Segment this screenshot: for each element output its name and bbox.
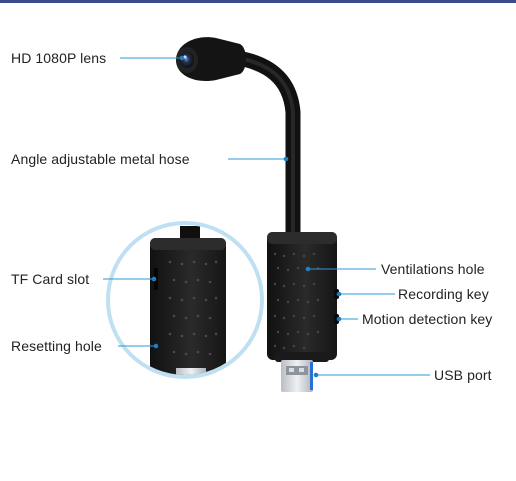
- label-ventilation-hole: Ventilations hole: [381, 261, 485, 277]
- label-recording-key: Recording key: [398, 286, 489, 302]
- top-border: [0, 0, 516, 3]
- camera-body: [267, 232, 339, 362]
- label-motion-detection-key: Motion detection key: [362, 311, 493, 327]
- label-usb-port: USB port: [434, 367, 492, 383]
- callout-lines: [103, 57, 430, 376]
- zoom-inset: [106, 221, 264, 379]
- callout-dots: [151, 55, 342, 378]
- lens-head: [176, 37, 246, 82]
- label-resetting-hole: Resetting hole: [11, 338, 102, 354]
- label-lens: HD 1080P lens: [11, 50, 107, 66]
- usb-plug: [281, 360, 313, 392]
- label-tf-card-slot: TF Card slot: [11, 271, 90, 287]
- label-hose: Angle adjustable metal hose: [11, 151, 190, 167]
